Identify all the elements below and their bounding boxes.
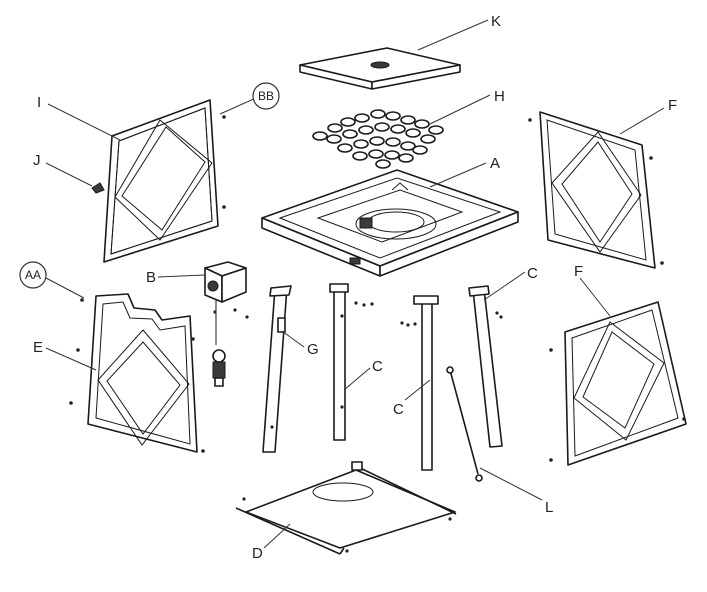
callout-b: B [146,269,156,286]
part-b-valve-bracket [204,261,247,387]
leader-lines [45,19,665,549]
bubble-aa [19,261,47,289]
part-j-cap [91,182,105,194]
callout-c-middle: C [393,401,404,418]
part-e-front-panel [87,293,198,453]
part-g-leg [262,285,292,453]
part-k-lid [299,47,461,90]
part-i-side-panel [103,99,219,263]
part-a-table-top [261,169,519,277]
callout-c-left: C [372,358,383,375]
part-h-rocks [312,109,444,169]
part-f-side-panel-lower [564,301,687,466]
bubble-bb [252,82,280,110]
callout-e: E [33,339,43,356]
callout-c-right: C [527,265,538,282]
callout-j: J [33,152,41,169]
part-f-side-panel-upper [539,111,656,269]
part-c-leg-left [329,283,349,441]
callout-h: H [494,88,505,105]
callout-bb: BB [258,89,274,103]
part-d-base [235,461,457,555]
part-l-rod [446,366,483,482]
callout-l: L [545,499,553,516]
callout-f-lower: F [574,263,583,280]
callout-aa: AA [25,268,41,282]
callout-d: D [252,545,263,562]
callout-a: A [490,155,500,172]
callout-i: I [37,94,41,111]
part-c-leg-right [468,285,503,448]
callout-k: K [491,13,501,30]
callout-g: G [307,341,319,358]
part-c-leg-middle [413,295,439,471]
callout-f-upper: F [668,97,677,114]
